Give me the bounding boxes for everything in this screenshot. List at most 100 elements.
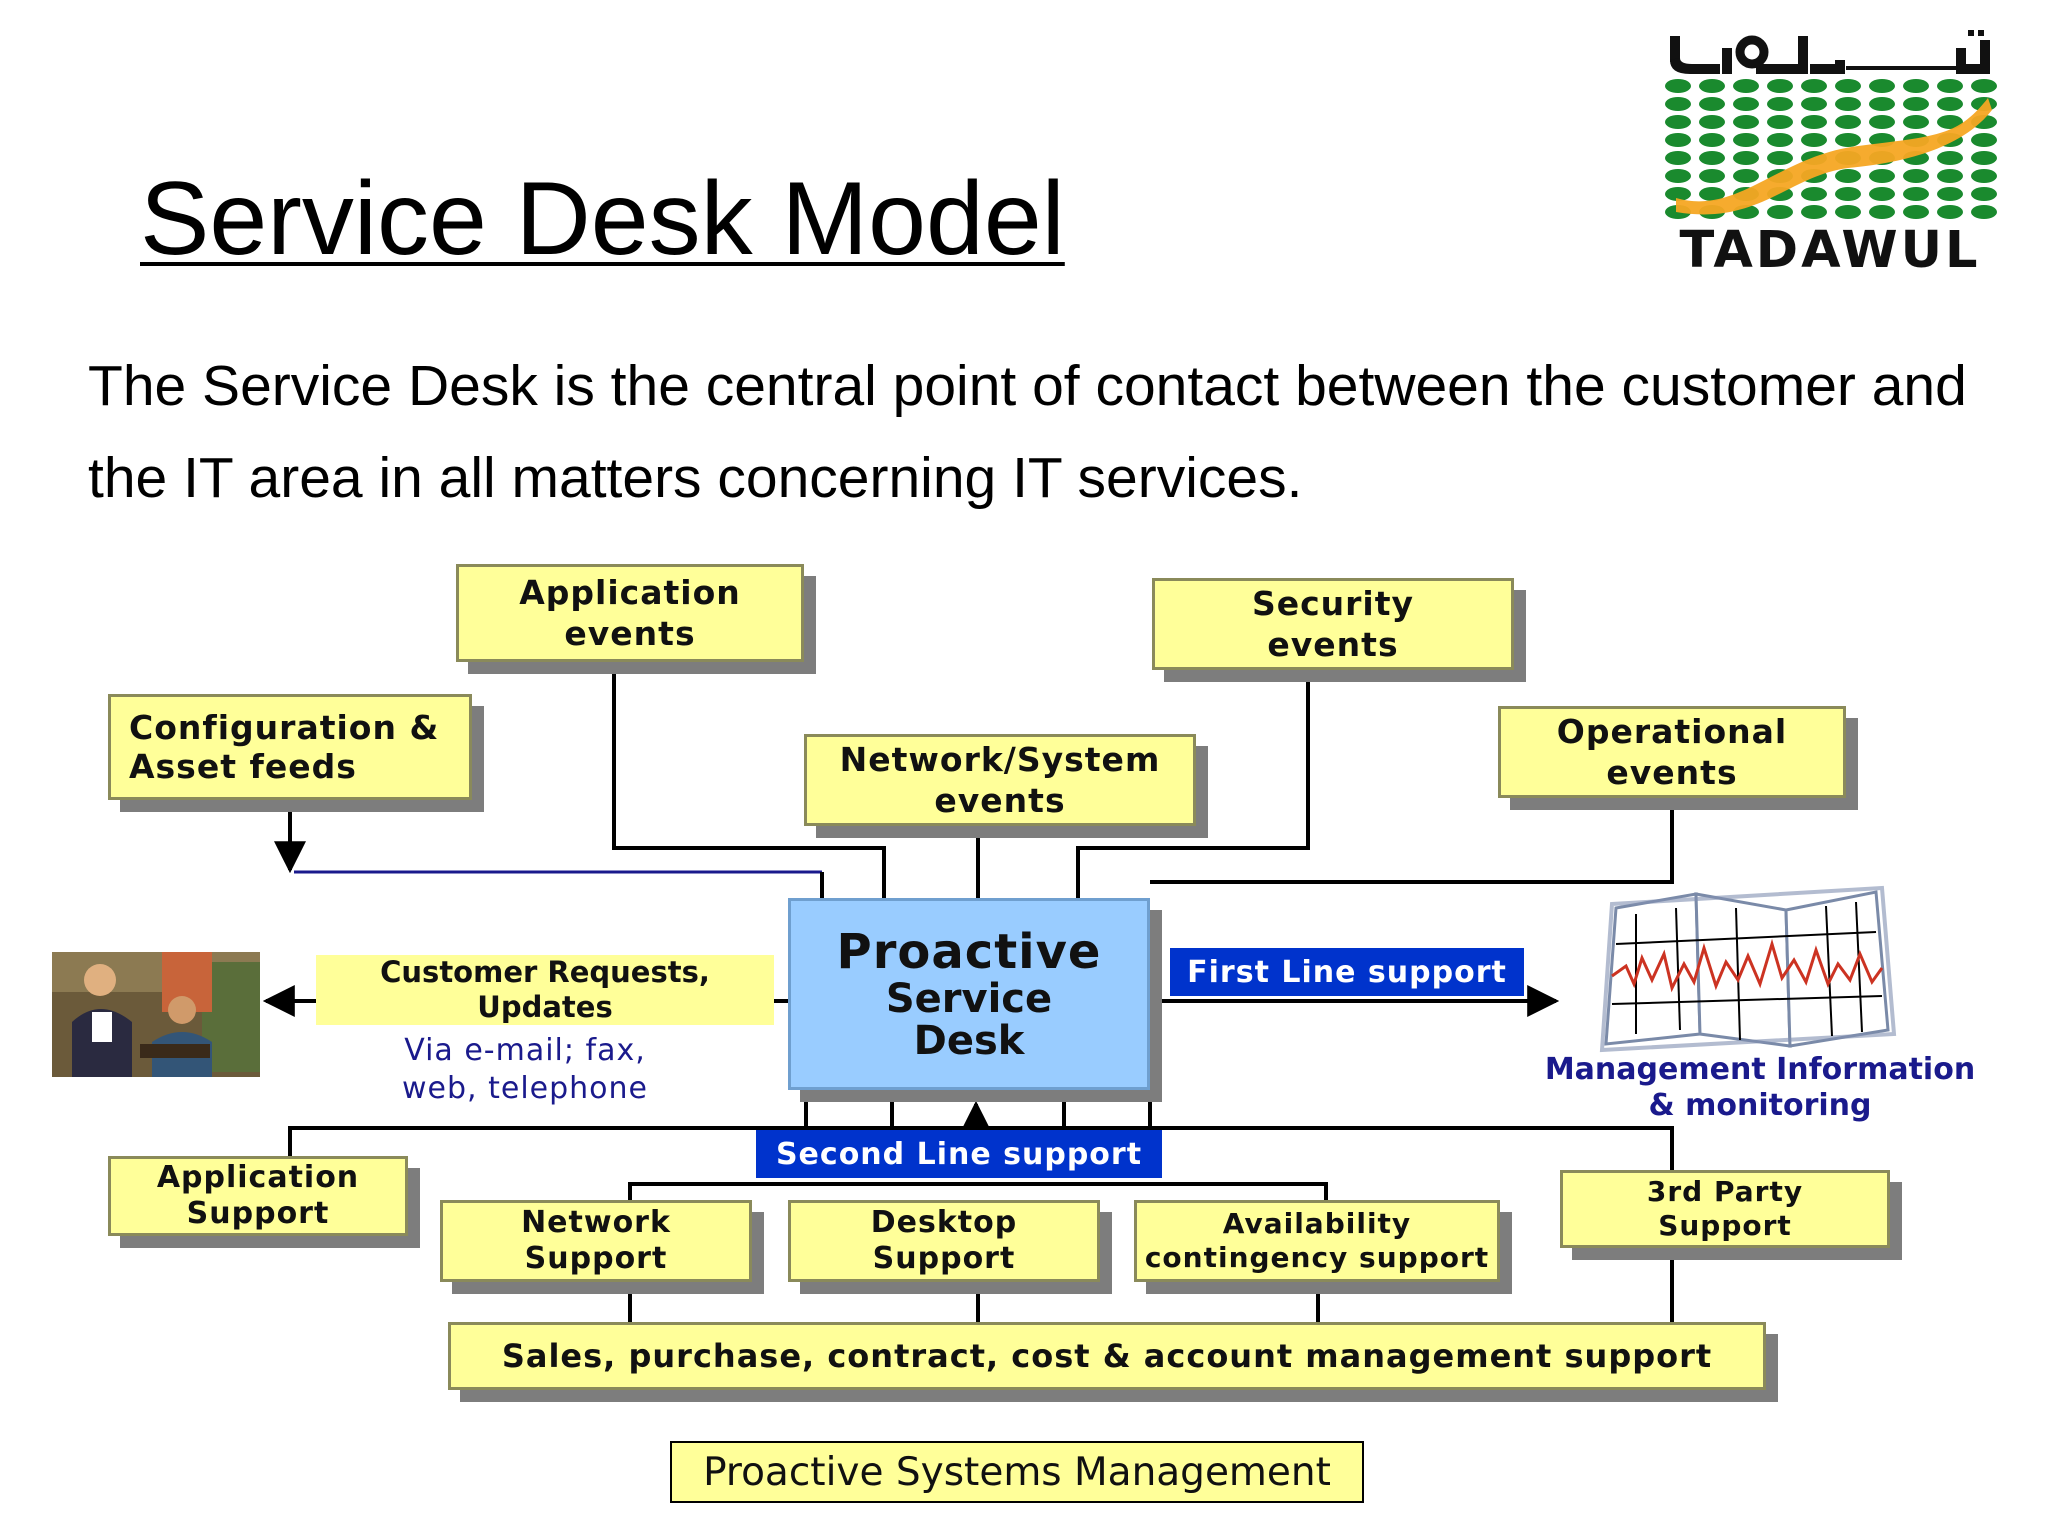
- logo-dot: [1835, 79, 1861, 93]
- logo-dot: [1767, 151, 1793, 165]
- logo-dot: [1801, 205, 1827, 219]
- logo-dot: [1801, 133, 1827, 147]
- logo-dot: [1937, 115, 1963, 129]
- logo-dot: [1937, 205, 1963, 219]
- application-events-line2: events: [564, 614, 696, 653]
- logo-dot: [1835, 169, 1861, 183]
- network-support-line2: Support: [524, 1241, 668, 1276]
- logo-dot: [1835, 115, 1861, 129]
- contact-channels-text: Via e-mail; fax, web, telephone: [360, 1032, 690, 1108]
- commercial-support-text: Sales, purchase, contract, cost & accoun…: [501, 1337, 1713, 1375]
- network-system-events-line2: events: [934, 781, 1066, 820]
- logo-dot: [1665, 151, 1691, 165]
- service-desk-line2: Service: [885, 976, 1053, 1022]
- application-support-line1: Application: [156, 1160, 360, 1195]
- slide-intro-text: The Service Desk is the central point of…: [88, 354, 1967, 510]
- logo-dot: [1835, 205, 1861, 219]
- customer-clipart-image: [52, 952, 260, 1077]
- logo-latin-wordmark: TADAWUL: [1679, 221, 1981, 280]
- logo-dot: [1801, 187, 1827, 201]
- first-line-support-label: First Line support: [1170, 948, 1524, 996]
- network-support-box: Network Support: [440, 1200, 752, 1282]
- security-events-box: Security events: [1152, 578, 1514, 670]
- logo-dot: [1937, 79, 1963, 93]
- logo-dot: [1869, 79, 1895, 93]
- application-support-line2: Support: [186, 1196, 330, 1231]
- logo-dot: [1869, 205, 1895, 219]
- logo-dot: [1869, 187, 1895, 201]
- logo-dot: [1733, 169, 1759, 183]
- logo-dot: [1767, 97, 1793, 111]
- application-support-box: Application Support: [108, 1156, 408, 1236]
- logo-dot: [1903, 79, 1929, 93]
- security-events-line2: events: [1267, 625, 1399, 664]
- configuration-feeds-line1: Configuration &: [129, 708, 440, 747]
- operational-events-line2: events: [1606, 753, 1738, 792]
- logo-dot: [1937, 187, 1963, 201]
- logo-dot: [1903, 97, 1929, 111]
- commercial-support-bar: Sales, purchase, contract, cost & accoun…: [448, 1322, 1766, 1390]
- logo-dot: [1869, 169, 1895, 183]
- network-system-events-box: Network/System events: [804, 734, 1196, 826]
- logo-dot: [1699, 169, 1725, 183]
- logo-dot: [1903, 115, 1929, 129]
- logo-dot: [1665, 115, 1691, 129]
- logo-dot: [1733, 79, 1759, 93]
- logo-dot: [1835, 97, 1861, 111]
- logo-dot: [1767, 205, 1793, 219]
- logo-dot: [1971, 205, 1997, 219]
- logo-dot: [1733, 115, 1759, 129]
- configuration-feeds-line2: Asset feeds: [129, 747, 357, 786]
- logo-dot: [1801, 97, 1827, 111]
- desktop-support-box: Desktop Support: [788, 1200, 1100, 1282]
- service-desk-line3: Desk: [913, 1018, 1025, 1064]
- logo-dot: [1767, 79, 1793, 93]
- logo-dot: [1971, 79, 1997, 93]
- logo-arabic-wordmark: [1670, 30, 1990, 74]
- security-events-line1: Security: [1251, 584, 1415, 623]
- logo-dot: [1767, 115, 1793, 129]
- logo-dot: [1665, 169, 1691, 183]
- service-desk-line1: Proactive: [836, 924, 1102, 980]
- third-party-support-line1: 3rd Party: [1646, 1175, 1804, 1208]
- logo-dot-grid-icon: [1665, 79, 1997, 219]
- logo-dot: [1699, 133, 1725, 147]
- logo-dot: [1937, 97, 1963, 111]
- logo-dot: [1835, 187, 1861, 201]
- logo-dot: [1937, 169, 1963, 183]
- availability-support-line1: Availability: [1222, 1207, 1412, 1240]
- management-line2: & monitoring: [1648, 1088, 1872, 1123]
- logo-dot: [1699, 187, 1725, 201]
- management-line1: Management Information: [1544, 1052, 1976, 1087]
- desktop-support-line1: Desktop: [870, 1205, 1018, 1240]
- desktop-support-line2: Support: [872, 1241, 1016, 1276]
- customer-requests-box: Customer Requests, Updates: [316, 955, 774, 1025]
- logo-dot: [1903, 187, 1929, 201]
- logo-dot: [1665, 97, 1691, 111]
- third-party-support-line2: Support: [1658, 1209, 1792, 1242]
- configuration-feeds-box: Configuration & Asset feeds: [108, 694, 472, 800]
- monitoring-chart-image: [1599, 885, 1897, 1053]
- application-events-line1: Application: [519, 573, 741, 612]
- logo-dot: [1869, 115, 1895, 129]
- second-line-support-label: Second Line support: [756, 1130, 1162, 1178]
- logo-dot: [1665, 187, 1691, 201]
- logo-dot: [1903, 169, 1929, 183]
- logo-dot: [1733, 133, 1759, 147]
- logo-dot: [1869, 97, 1895, 111]
- logo-dot: [1665, 79, 1691, 93]
- logo-dot: [1699, 151, 1725, 165]
- customer-requests-line1: Customer Requests,: [380, 955, 710, 989]
- logo-dot: [1971, 169, 1997, 183]
- logo-dot: [1665, 133, 1691, 147]
- logo-dot: [1767, 133, 1793, 147]
- availability-support-box: Availability contingency support: [1134, 1200, 1500, 1282]
- network-system-events-line1: Network/System: [839, 740, 1161, 779]
- operational-events-line1: Operational: [1556, 712, 1788, 751]
- logo-dot: [1801, 115, 1827, 129]
- operational-events-box: Operational events: [1498, 706, 1846, 798]
- application-events-box: Application events: [456, 564, 804, 662]
- logo-dot: [1699, 115, 1725, 129]
- logo-dot: [1971, 187, 1997, 201]
